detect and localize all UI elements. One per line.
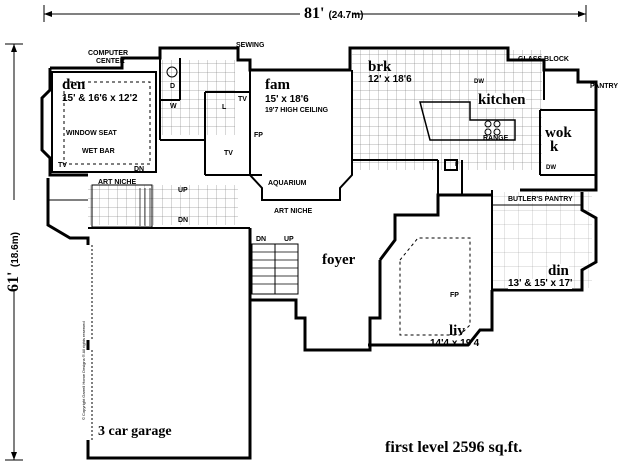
depth-label-metric: (18.6m) xyxy=(10,232,21,268)
fridge-label: F xyxy=(455,162,459,168)
room-foyer-name: foyer xyxy=(322,252,356,268)
room-fam-size: 15' x 18'6 xyxy=(265,94,309,105)
foyer-stair-treads xyxy=(252,251,298,285)
computer-center-label-2: CENTER xyxy=(96,58,125,65)
range-label: RANGE xyxy=(483,135,509,142)
room-brk-name: brk xyxy=(368,59,392,75)
room-kitchen-name: kitchen xyxy=(478,92,526,108)
width-label-metric: (24.7m) xyxy=(328,10,364,21)
room-garage-name: 3 car garage xyxy=(98,424,172,439)
room-den-name: den xyxy=(62,77,86,93)
room-din-name: din xyxy=(548,263,569,279)
fam-ceiling-note: 19'7 HIGH CEILING xyxy=(265,107,329,114)
dw-label-2: DW xyxy=(546,165,556,171)
hall-stair-treads xyxy=(139,188,151,226)
wet-bar-label: WET BAR xyxy=(82,148,115,155)
fp-liv-label: FP xyxy=(450,292,459,299)
room-brk-size: 12' x 18'6 xyxy=(368,74,412,85)
up-label-1: UP xyxy=(178,187,188,194)
aquarium-label: AQUARIUM xyxy=(268,180,307,187)
art-niche-label-1: ART NICHE xyxy=(98,179,137,186)
depth-label: 61' (18.6m) xyxy=(5,232,22,292)
dn-label-1: DN xyxy=(178,217,189,224)
laundry-label: L xyxy=(222,104,227,111)
computer-center-label-1: COMPUTER xyxy=(88,50,129,57)
width-dimension-line xyxy=(43,5,587,22)
room-liv-size: 14'4 x 19'4 xyxy=(430,338,480,349)
tv-lower-label: TV xyxy=(224,150,233,157)
depth-label-feet: 61' xyxy=(5,271,22,292)
tv-fam-label: TV xyxy=(238,96,247,103)
interior-walls xyxy=(48,58,596,336)
copyright-text: © Copyright Garrell Home Designs ® All r… xyxy=(81,321,86,420)
din-tile xyxy=(492,192,592,288)
room-den-size: 15' & 16'6 x 12'2 xyxy=(62,93,138,104)
sewing-label: SEWING xyxy=(236,42,265,49)
room-din-size: 13' & 15' x 17' xyxy=(508,278,573,289)
washer-label: W xyxy=(170,103,177,110)
art-niche-label-2: ART NICHE xyxy=(274,208,313,215)
width-label-feet: 81' xyxy=(304,5,325,22)
sewing-tile xyxy=(160,60,235,135)
pantry-label: PANTRY xyxy=(590,83,618,90)
dryer-label: D xyxy=(170,83,176,90)
butlers-pantry-label: BUTLER'S PANTRY xyxy=(508,196,573,203)
room-fam-name: fam xyxy=(265,77,290,93)
dn-label-3: DN xyxy=(256,236,267,243)
tv-den-label: TV xyxy=(58,162,67,169)
width-label: 81' (24.7m) xyxy=(304,6,363,22)
room-liv-name: liv xyxy=(449,323,465,339)
window-seat-label: WINDOW SEAT xyxy=(66,130,117,137)
exterior-walls xyxy=(40,46,598,460)
brk-kitchen-tile xyxy=(352,50,542,170)
hall-tile xyxy=(88,185,238,225)
dw-label-1: DW xyxy=(474,79,484,85)
up-label-2: UP xyxy=(284,236,294,243)
room-wok-name: wok xyxy=(545,125,572,141)
level-title: first level 2596 sq.ft. xyxy=(385,439,523,456)
dn-label-2: DN xyxy=(134,166,145,173)
room-wok-k: k xyxy=(550,139,559,155)
glass-block-label: GLASS BLOCK xyxy=(518,56,569,63)
fp-fam-label: FP xyxy=(254,132,263,139)
